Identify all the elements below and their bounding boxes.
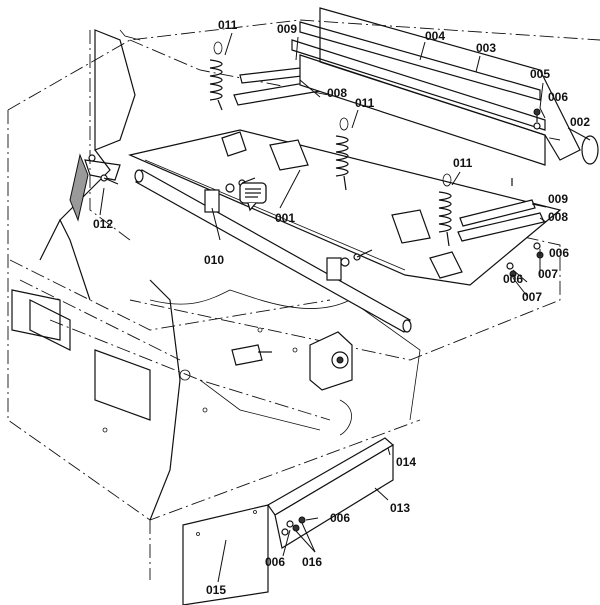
callout-016: 016 — [302, 555, 322, 569]
fasteners-006-016 — [281, 516, 306, 536]
callout-011-a: 011 — [218, 18, 238, 32]
callout-005: 005 — [530, 67, 550, 81]
strip-009-008-right — [457, 199, 545, 242]
callout-010: 010 — [204, 253, 224, 267]
callout-006-c: 006 — [503, 272, 523, 286]
callout-001: 001 — [275, 211, 295, 225]
callout-007-a: 007 — [538, 267, 558, 281]
comment-bubble-icon[interactable] — [239, 182, 267, 212]
fasteners-005-006-007 — [506, 108, 544, 278]
spring-011-c — [438, 173, 452, 247]
callout-003: 003 — [476, 41, 496, 55]
callout-006-b: 006 — [549, 246, 569, 260]
callout-002: 002 — [570, 115, 590, 129]
callout-009-a: 009 — [277, 22, 297, 36]
leader-lines — [99, 32, 591, 583]
spring-011-a — [209, 41, 223, 111]
callout-011-b: 011 — [355, 96, 375, 110]
callout-013: 013 — [390, 501, 410, 515]
callout-011-c: 011 — [453, 156, 473, 170]
callout-008-b: 008 — [548, 210, 568, 224]
callout-006-d: 006 — [330, 511, 350, 525]
motor-mount — [231, 331, 353, 391]
callout-008-a: 008 — [327, 86, 347, 100]
side-wall — [11, 29, 421, 521]
callout-007-b: 007 — [522, 290, 542, 304]
hinge-012 — [69, 153, 119, 222]
callout-labels: 011 009 004 003 005 006 002 008 011 011 … — [93, 18, 590, 597]
strip-015 — [182, 504, 269, 605]
callout-012: 012 — [93, 217, 113, 231]
callout-006-e: 006 — [265, 555, 285, 569]
strip-004-003 — [291, 7, 599, 166]
callout-015: 015 — [206, 583, 226, 597]
callout-004: 004 — [425, 29, 445, 43]
rod-010 — [134, 169, 412, 333]
callout-014: 014 — [396, 455, 416, 469]
spring-brackets — [221, 131, 463, 279]
spring-011-b — [335, 117, 349, 191]
callout-009-b: 009 — [548, 192, 568, 206]
callout-006-a: 006 — [548, 90, 568, 104]
